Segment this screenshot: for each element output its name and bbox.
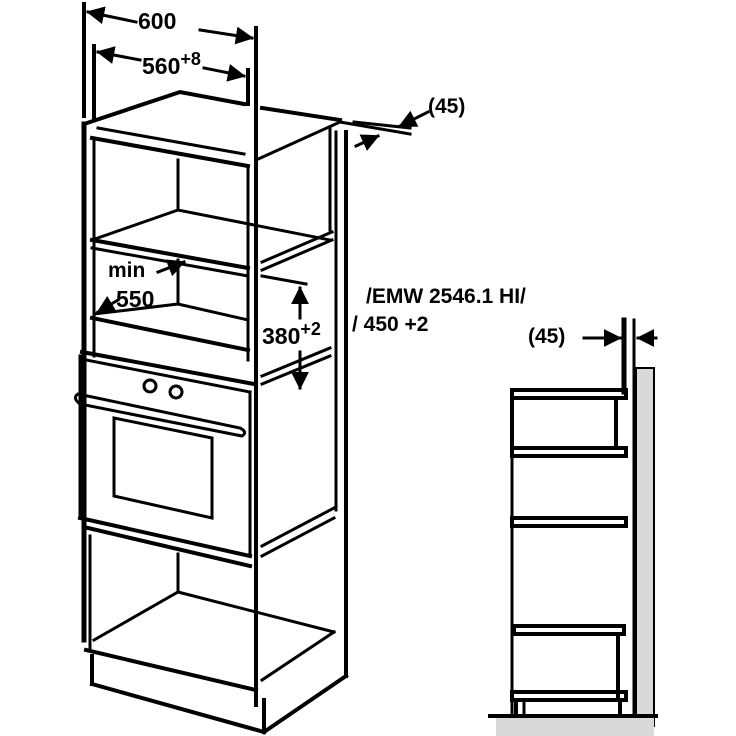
width-600-label: 600 — [138, 8, 177, 34]
niche-width-value: 560 — [142, 53, 181, 79]
width-dimension-600 — [82, 2, 258, 162]
depth-550-label: 550 — [116, 286, 155, 312]
width-dimension-560 — [92, 44, 250, 120]
alt-height-label: / 450 +2 — [352, 313, 429, 336]
niche-width-label: 560+8 — [142, 50, 201, 78]
top-gap-label: (45) — [428, 95, 466, 118]
tall-cabinet-front-view — [73, 89, 431, 735]
rear-gap-label: (45) — [528, 325, 566, 348]
oven-appliance — [73, 349, 257, 559]
niche-height-value: 380 — [262, 323, 301, 349]
niche-height-tolerance: +2 — [300, 319, 321, 339]
cabinet-side-view — [488, 317, 658, 736]
niche-height-label: 380+2 — [262, 320, 321, 348]
niche-width-tolerance: +8 — [180, 49, 201, 69]
model-label: /EMW 2546.1 HI/ — [366, 285, 526, 308]
depth-min-label: min — [108, 259, 146, 282]
